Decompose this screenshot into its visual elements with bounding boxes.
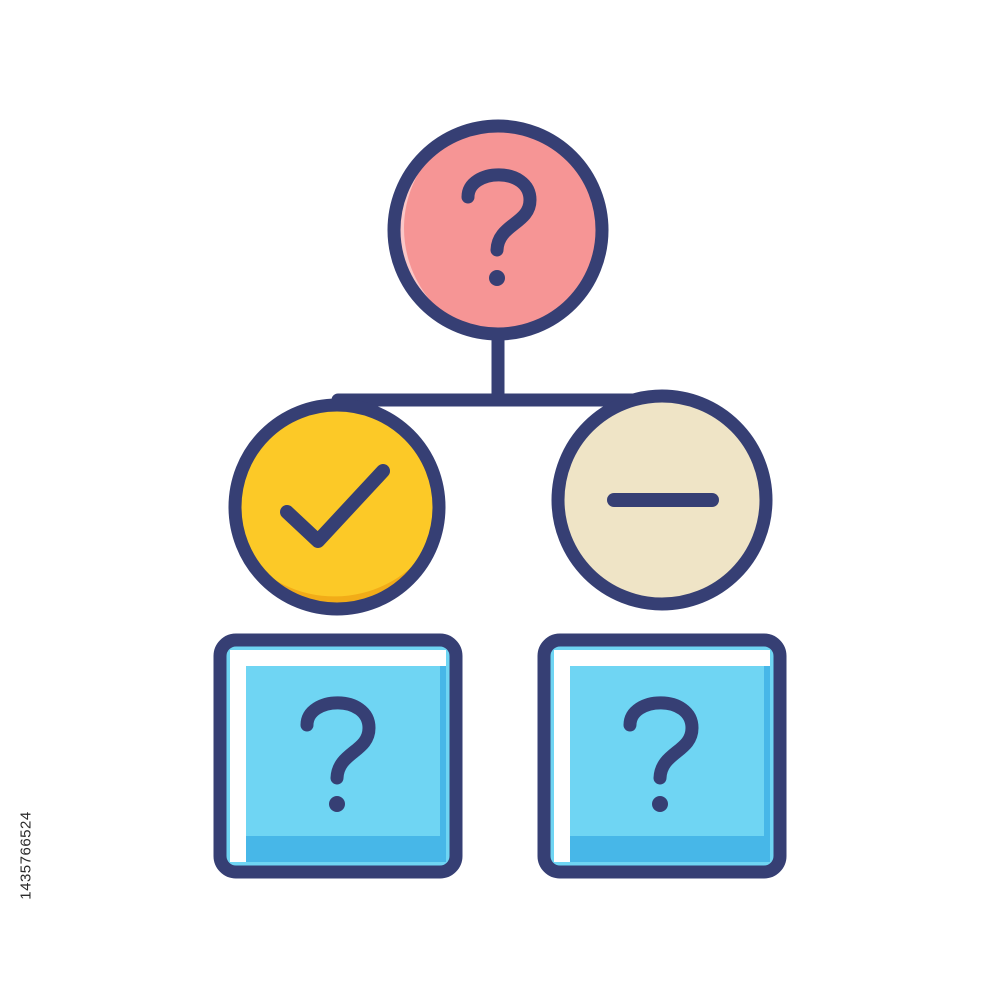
yes-circle-fill	[235, 405, 439, 609]
root-question-node	[387, 119, 609, 341]
connector-lines	[331, 331, 669, 407]
no-branch-node	[551, 389, 773, 611]
yes-outcome-shade	[246, 666, 446, 862]
no-circle-outline	[551, 389, 773, 611]
root-circle-outline	[387, 119, 609, 341]
question-mark-icon	[461, 168, 537, 286]
no-outcome-outline	[537, 633, 787, 879]
question-mark-icon	[623, 696, 699, 812]
yes-circle-outline	[228, 398, 446, 616]
stock-id-label: 1435766524	[14, 760, 38, 950]
no-outcome-node	[537, 633, 787, 879]
no-outcome-fill	[544, 640, 780, 872]
yes-outcome-fill	[220, 640, 456, 872]
yes-outcome-outline	[213, 633, 463, 879]
stock-id-text: 1435766524	[17, 810, 35, 900]
question-mark-icon	[300, 696, 376, 812]
no-outcome-shade	[570, 666, 770, 862]
check-mark-icon	[280, 464, 390, 548]
yes-branch-node	[228, 398, 446, 616]
yes-outcome-node	[213, 633, 463, 879]
